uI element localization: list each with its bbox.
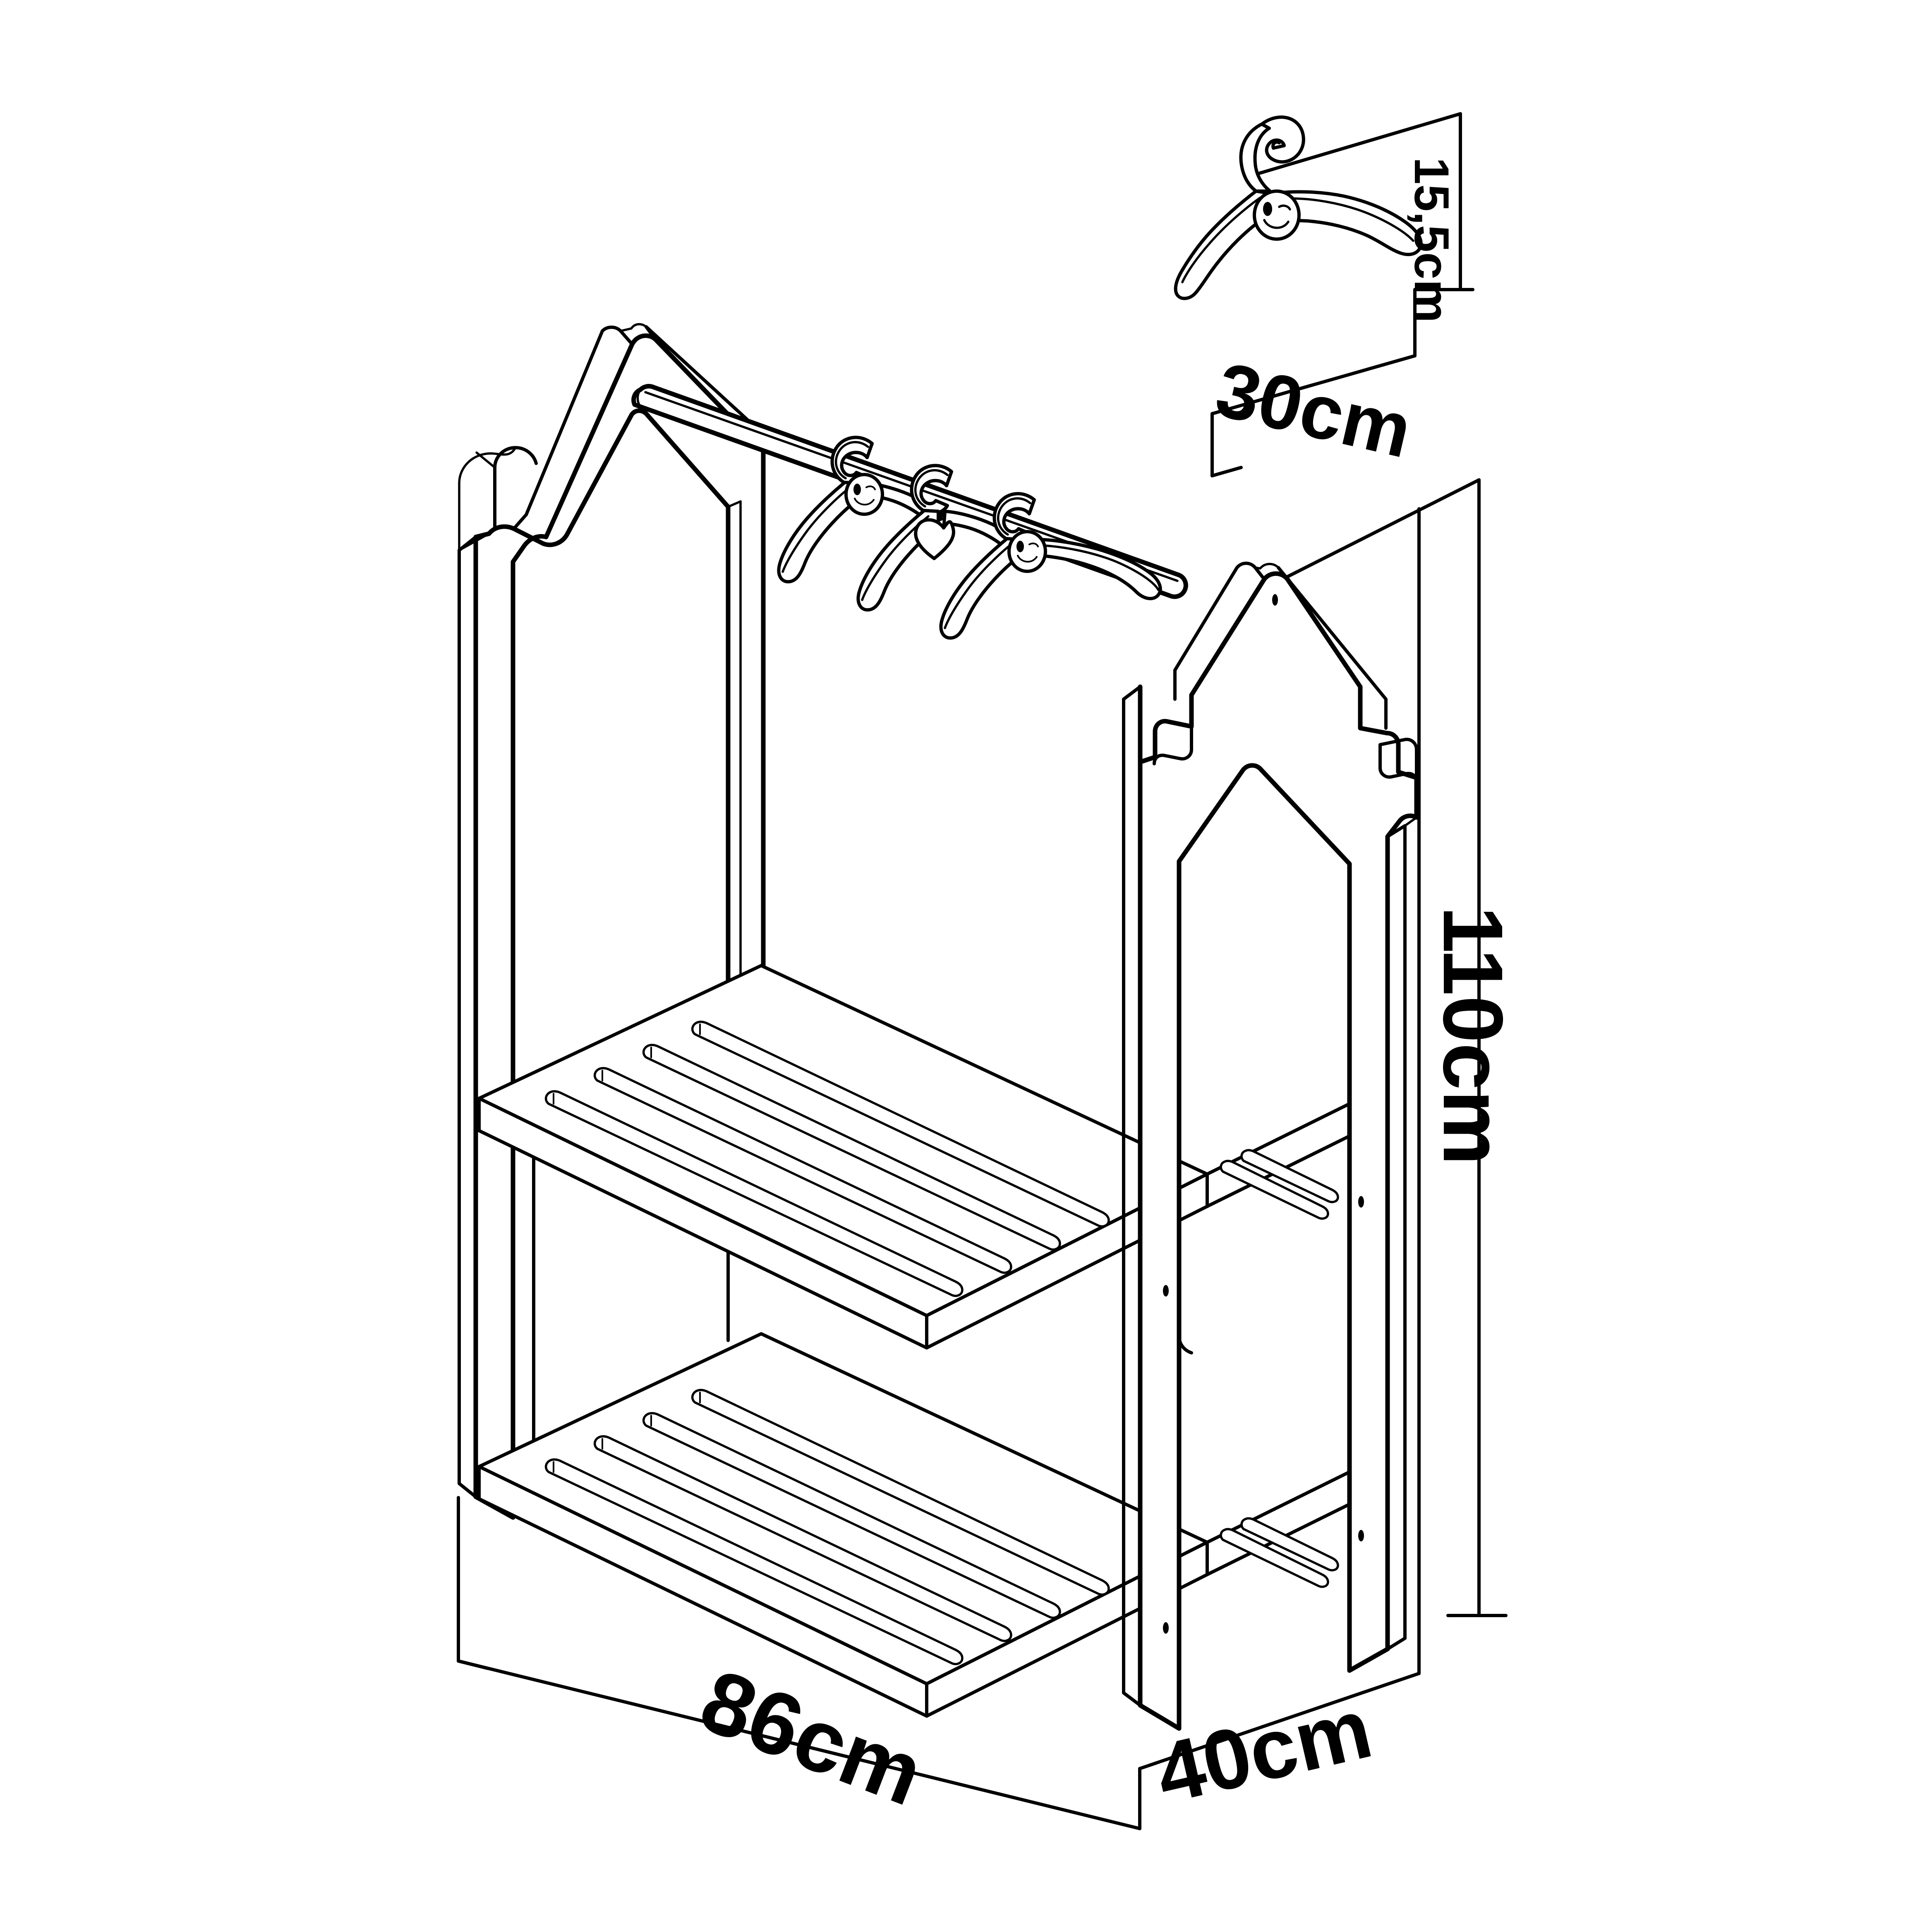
left-panel-thickness-left-edge	[458, 535, 477, 1498]
right-panel-left-thickness	[1122, 685, 1142, 1707]
right-panel-left-notch-bevel	[1139, 756, 1156, 763]
depth-dimension-line	[1138, 1672, 1421, 1770]
detail-hanger-smiley-eye	[1263, 202, 1272, 216]
right-panel-right-thickness-bevel	[1404, 816, 1418, 827]
shelf-panel-joins	[1206, 1102, 1351, 1588]
hanger1-smiley-mouth	[854, 498, 875, 506]
right-panel-screw-dot-4	[1163, 1622, 1169, 1634]
right-panel-screw-dot-1	[1358, 1196, 1364, 1208]
right-panel-lower-slat-1	[1220, 1528, 1329, 1588]
hanger3-smiley-wink	[1028, 542, 1039, 547]
upper-shelf-slot-2	[593, 1067, 1012, 1274]
hanger-detail-group: 15,5cm 30cm	[1174, 112, 1474, 477]
height-dimension-label: 110cm	[1426, 906, 1520, 1165]
right-panel-screw-dot-2	[1163, 1285, 1169, 1297]
right-panel-lower-slat-2	[1240, 1517, 1339, 1572]
hanger3-smiley-eye	[1016, 541, 1024, 552]
detail-hanger-smiley-wink	[1278, 204, 1291, 211]
left-panel-peak-bevel	[619, 323, 647, 332]
right-panel-peak-bevel	[1254, 563, 1280, 570]
hanger-height-label: 15,5cm	[1404, 157, 1459, 323]
hanger3-right-arm	[1027, 537, 1162, 600]
hanger-on-rod-2	[856, 464, 1023, 612]
right-panel-left-notch	[1153, 719, 1193, 765]
detail-hanger	[1174, 115, 1423, 300]
detail-hanger-right-arm-inner-line	[1285, 197, 1414, 242]
hanger-on-rod-3	[939, 492, 1162, 640]
hanger2-hook	[910, 464, 953, 515]
lower-shelf-slot-2	[593, 1435, 1012, 1642]
left-panel-chimney-bevel	[475, 451, 496, 469]
lower-shelf-slot-3	[642, 1412, 1061, 1619]
detail-hanger-right-arm	[1275, 190, 1423, 256]
hanger1-smiley-circle	[844, 473, 884, 516]
width-dimension-line	[457, 1659, 1141, 1830]
hanger3-hook-inner	[997, 497, 1031, 536]
left-panel-thickness-top-bevel	[458, 532, 490, 551]
right-panel-right-notch	[1378, 738, 1418, 784]
right-panel-lower-opening-corner	[1177, 1335, 1193, 1354]
lower-shelf-slot-1	[544, 1458, 964, 1666]
hanger-height-top-leader	[1256, 112, 1462, 175]
right-panel-peak-screw-dot	[1272, 594, 1278, 606]
upper-shelf-slot-1	[544, 1090, 964, 1297]
hanger-width-dimension-line	[1210, 354, 1417, 415]
detail-hanger-hook	[1260, 115, 1305, 164]
right-panel-slat-1	[1220, 1160, 1329, 1220]
hanger2-heart-motif	[914, 518, 955, 560]
upper-shelf-slot-3	[642, 1044, 1061, 1251]
hanger-detail-dimension-lines	[1210, 112, 1474, 477]
hanging-rod-left-cap	[636, 388, 642, 407]
hanger1-left-arm-inner	[781, 487, 850, 573]
lower-shelf-slot-4	[691, 1389, 1110, 1596]
lower-shelf	[477, 1332, 1209, 1718]
hanger3-smiley-circle	[1007, 530, 1047, 573]
hanger3-left-arm	[939, 537, 1023, 640]
hanger3-smiley-mouth	[1017, 555, 1038, 563]
upper-shelf-slot-4	[691, 1021, 1110, 1228]
hanger2-hook-inner	[914, 469, 949, 508]
hanger3-left-arm-inner	[944, 543, 1012, 629]
hanger1-smiley-eye	[853, 484, 861, 495]
hanger3-right-arm-inner	[1037, 544, 1160, 591]
hanger1-smiley-wink	[865, 485, 876, 490]
left-panel-chimney-outer	[458, 446, 517, 551]
right-panel-screw-dot-3	[1358, 1530, 1364, 1541]
left-panel-inner-back-rail-top	[727, 500, 742, 508]
right-panel-right-notch-bevel	[1397, 771, 1418, 779]
detail-hanger-left-tip	[1174, 273, 1181, 296]
overall-dimension-construction-lines	[457, 478, 1508, 1830]
right-panel-right-thickness	[1386, 824, 1407, 1651]
detail-hanger-left-arm-inner-line	[1181, 197, 1261, 283]
hanger1-hook-inner	[834, 441, 869, 479]
right-panel-slat-2	[1240, 1149, 1339, 1203]
detail-hanger-smiley-mouth	[1263, 219, 1290, 229]
upper-shelf	[477, 964, 1209, 1350]
right-panel-roof-right-slope	[1277, 566, 1388, 730]
right-side-panel	[1122, 561, 1419, 1731]
height-top-leader	[1285, 478, 1481, 579]
detail-hanger-smiley-circle	[1253, 189, 1301, 241]
hanger1-left-tip	[777, 564, 791, 583]
hanger-width-left-tick	[1210, 466, 1243, 477]
width-left-tick	[457, 1659, 490, 1670]
